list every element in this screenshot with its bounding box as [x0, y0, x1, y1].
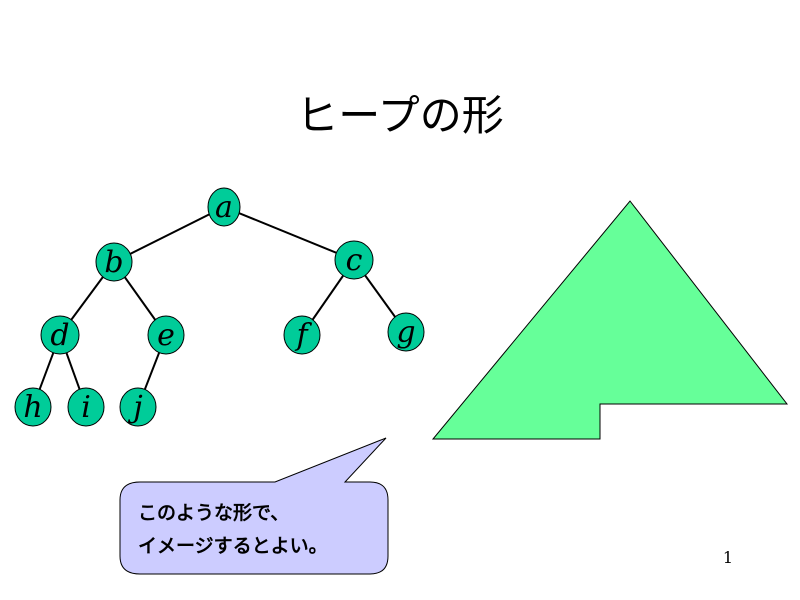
page-number: 1 [722, 548, 734, 567]
node-e: e [147, 315, 185, 355]
callout-line-2: イメージするとよい。 [138, 535, 328, 557]
speech-callout [119, 437, 389, 575]
node-circle-i [67, 387, 105, 427]
callout-line-1: このような形で、 [138, 502, 290, 524]
node-b: b [95, 242, 133, 282]
edge-a-b [113, 206, 225, 263]
node-label-h: h [23, 390, 42, 425]
node-circle-a [207, 187, 241, 227]
node-label-a: a [215, 190, 233, 225]
node-circle-e [147, 315, 185, 355]
slide-title: ヒープの形 [296, 91, 504, 140]
node-d: d [40, 315, 80, 355]
node-label-d: d [50, 318, 69, 353]
node-label-i: i [81, 390, 91, 425]
callout-text: このような形で、 イメージするとよい。 [138, 497, 378, 563]
heap-shape-triangle [431, 200, 789, 440]
node-label-e: e [157, 318, 175, 353]
node-g: g [387, 312, 425, 352]
node-circle-f [283, 315, 321, 355]
node-circle-d [40, 315, 80, 355]
node-h: h [14, 387, 52, 427]
node-circle-g [387, 312, 425, 352]
node-label-b: b [104, 245, 123, 280]
node-a: a [207, 187, 241, 227]
node-c: c [334, 240, 374, 280]
node-circle-c [334, 240, 374, 280]
node-circle-j [119, 387, 157, 427]
edge-a-c [223, 206, 355, 261]
node-j: j [119, 387, 157, 427]
node-i: i [67, 387, 105, 427]
node-f: f [283, 315, 321, 355]
node-label-c: c [346, 243, 363, 278]
node-circle-b [95, 242, 133, 282]
tree-edges [32, 206, 407, 408]
node-label-g: g [396, 315, 415, 350]
node-circle-h [14, 387, 52, 427]
